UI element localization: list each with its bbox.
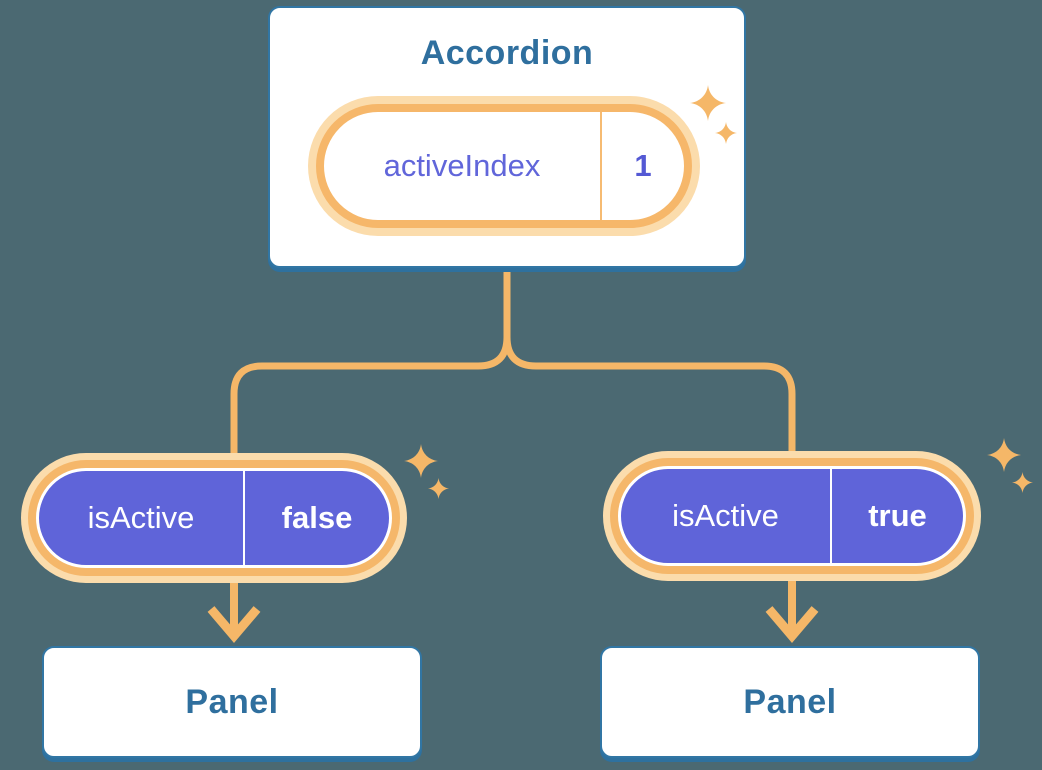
- arrow-left-icon: [207, 578, 261, 643]
- state-pill-activeindex: activeIndex 1: [316, 104, 692, 228]
- arrow-right-icon: [765, 578, 819, 643]
- branch-right-line: [503, 262, 796, 474]
- state-pill-value: 1: [634, 148, 652, 183]
- panel-title: Panel: [743, 682, 837, 721]
- prop-pill-name: isActive: [621, 469, 832, 563]
- prop-pill-isactive-true: isActive true: [618, 466, 966, 566]
- prop-pill-value: true: [868, 498, 927, 533]
- panel-card-right: Panel: [600, 646, 980, 758]
- sparkle-icon: [1012, 472, 1033, 493]
- branch-left-line: [230, 262, 511, 474]
- panel-card-left: Panel: [42, 646, 422, 758]
- state-pill-name: activeIndex: [324, 112, 602, 220]
- prop-pill-name: isActive: [39, 471, 245, 565]
- sparkle-icon: [690, 85, 726, 121]
- sparkle-icon: [987, 438, 1021, 472]
- prop-pill-value: false: [281, 500, 353, 535]
- sparkle-icon: [404, 444, 438, 478]
- accordion-title: Accordion: [420, 34, 594, 72]
- accordion-card: Accordion activeIndex 1: [268, 6, 746, 268]
- panel-title: Panel: [185, 682, 279, 721]
- prop-pill-isactive-false: isActive false: [36, 468, 392, 568]
- sparkle-icon: [715, 122, 737, 144]
- sparkle-icon: [428, 478, 449, 499]
